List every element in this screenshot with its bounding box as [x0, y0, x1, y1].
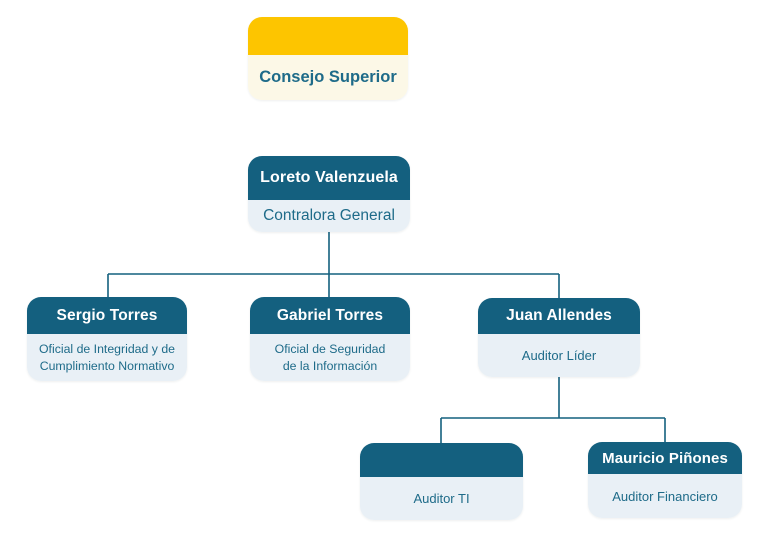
node-body: Contralora General	[248, 200, 410, 232]
org-node-consejo-superior: Consejo Superior	[248, 17, 408, 100]
person-name: Sergio Torres	[56, 306, 158, 324]
org-node-mauricio-pinones: Mauricio Piñones Auditor Financiero	[588, 442, 742, 518]
node-header	[360, 443, 523, 477]
role-title: Consejo Superior	[259, 68, 397, 86]
node-body: Auditor Financiero	[588, 474, 742, 518]
node-header: Juan Allendes	[478, 298, 640, 334]
org-node-gabriel-torres: Gabriel Torres Oficial de Seguridad de l…	[250, 297, 410, 381]
person-name: Gabriel Torres	[276, 306, 384, 324]
org-node-auditor-ti: Auditor TI	[360, 443, 523, 520]
node-header: Mauricio Piñones	[588, 442, 742, 474]
person-name: Loreto Valenzuela	[260, 169, 398, 186]
org-node-juan-allendes: Juan Allendes Auditor Líder	[478, 298, 640, 377]
node-header	[248, 17, 408, 55]
person-name: Juan Allendes	[506, 307, 612, 324]
node-header: Gabriel Torres	[250, 297, 410, 334]
role-title: Contralora General	[263, 207, 395, 224]
node-header: Loreto Valenzuela	[248, 156, 410, 200]
role-title: Auditor Financiero	[612, 488, 718, 504]
node-body: Oficial de Integridad y de Cumplimiento …	[27, 334, 187, 381]
node-header: Sergio Torres	[27, 297, 187, 334]
org-node-sergio-torres: Sergio Torres Oficial de Integridad y de…	[27, 297, 187, 381]
node-body: Auditor Líder	[478, 334, 640, 377]
node-body: Auditor TI	[360, 477, 523, 520]
node-body: Consejo Superior	[248, 55, 408, 100]
role-title: Oficial de Integridad y de Cumplimiento …	[38, 341, 176, 373]
role-title: Auditor TI	[413, 491, 470, 506]
role-title: Oficial de Seguridad de la Información	[274, 341, 386, 373]
org-node-loreto-valenzuela: Loreto Valenzuela Contralora General	[248, 156, 410, 232]
node-body: Oficial de Seguridad de la Información	[250, 334, 410, 381]
role-title: Auditor Líder	[521, 348, 597, 363]
person-name: Mauricio Piñones	[602, 449, 728, 467]
